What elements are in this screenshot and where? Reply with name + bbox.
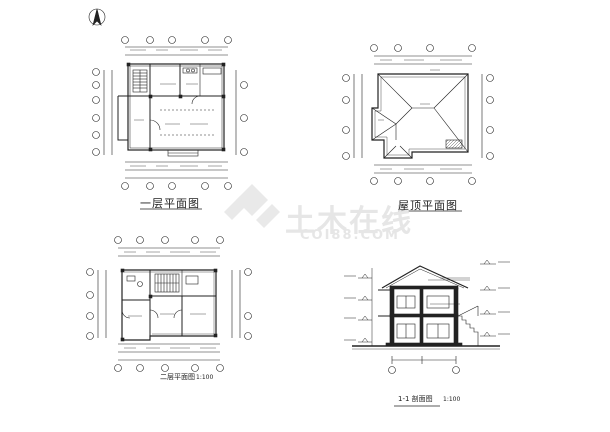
- axis-bubble-col-left: [86, 268, 94, 340]
- level-marks-left: [344, 268, 373, 346]
- watermark-text: 土木在线: [285, 204, 413, 239]
- axis-bubble-row-bottom: [114, 364, 224, 372]
- axis-bubble-col-right: [240, 81, 248, 156]
- watermark-logo-icon: [224, 184, 280, 228]
- roof-plan: [342, 44, 494, 212]
- second-floor-title: 二层平面图: [160, 373, 195, 381]
- stair-icon: [457, 305, 479, 346]
- axis-bubble-col-right: [244, 268, 252, 340]
- axis-bubble-col-left: [92, 68, 100, 156]
- axis-bubble-row-top: [370, 44, 476, 52]
- axis-bubble-col-right: [486, 74, 494, 160]
- level-marks-right: [480, 259, 510, 337]
- section-title: 1-1 剖面图: [398, 395, 433, 403]
- north-arrow-icon: [88, 8, 106, 26]
- stair-icon: [132, 69, 148, 93]
- section-scale: 1:100: [443, 396, 461, 403]
- axis-bubble-row-bottom: [370, 177, 476, 185]
- axis-bubble-row-top: [121, 36, 232, 44]
- stair-icon: [154, 273, 180, 293]
- axis-bubble-row-bottom: [121, 182, 232, 190]
- watermark-url: COI88.COM: [300, 228, 400, 243]
- axis-bubble-row-top: [114, 236, 224, 244]
- second-floor-plan: [86, 236, 252, 372]
- axis-bubble-col-left: [342, 74, 350, 160]
- roof-plan-title: 屋顶平面图: [398, 199, 458, 212]
- second-floor-scale: 1:100: [196, 374, 214, 381]
- ground-floor-plan: [92, 36, 248, 210]
- ground-floor-title: 一层平面图: [140, 197, 200, 210]
- section-1-1: [344, 259, 510, 407]
